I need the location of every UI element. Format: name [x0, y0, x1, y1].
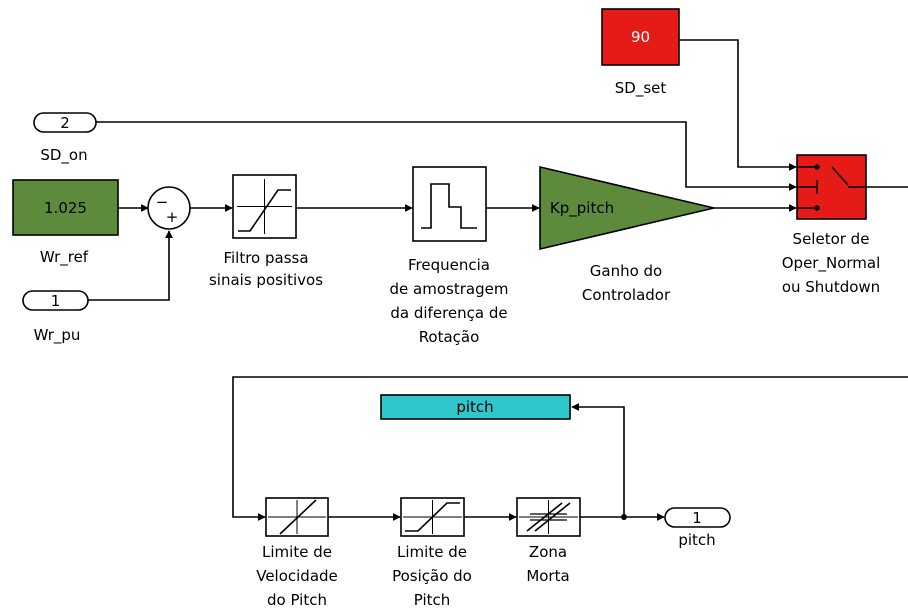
switch-icon: [797, 164, 866, 211]
sd-set-value: 90: [631, 28, 650, 46]
sd-on-label: SD_on: [40, 146, 87, 165]
rate-limiter-icon: [268, 499, 326, 535]
saturation-icon: [237, 179, 292, 234]
wire-sd-set-to-switch: [679, 39, 797, 171]
rate-limiter-label-line-3: do Pitch: [267, 591, 327, 609]
wr-ref-value: 1.025: [44, 199, 87, 217]
sd-set-box: [601, 8, 680, 66]
gain-triangle: [539, 165, 715, 251]
pitch-goto-tag: pitch: [456, 398, 493, 416]
sum-circle: [147, 186, 191, 230]
position-limiter-label-line-3: Pitch: [414, 591, 451, 609]
sampler-label-line-1: Frequencia: [408, 256, 490, 274]
position-limiter-block[interactable]: Limite de Posição do Pitch: [392, 497, 472, 609]
gain-label-line-1: Ganho do: [590, 262, 662, 280]
sampler-label-line-3: da diferença de: [390, 304, 507, 322]
sd-on-inport[interactable]: 2 SD_on: [33, 112, 97, 165]
switch-label-line-1: Seletor de: [793, 230, 870, 248]
filter-label-line-1: Filtro passa: [223, 249, 308, 267]
switch-label-line-3: ou Shutdown: [782, 278, 880, 296]
position-limiter-label-line-1: Limite de: [397, 543, 467, 561]
pitch-outport-label: pitch: [678, 531, 715, 549]
dead-zone-block[interactable]: Zona Morta: [516, 497, 581, 585]
pitch-outport-number: 1: [692, 509, 702, 527]
wr-pu-port-number: 1: [51, 292, 61, 310]
rate-limiter-label-line-1: Limite de: [262, 543, 332, 561]
pitch-goto-box: [380, 394, 571, 420]
pitch-goto-block[interactable]: pitch: [380, 394, 571, 420]
sd-set-constant-block[interactable]: 90 SD_set: [601, 8, 680, 98]
saturation-icon: [403, 500, 462, 534]
dead-zone-label-line-2: Morta: [526, 567, 569, 585]
sum-block[interactable]: − +: [147, 186, 191, 230]
wr-pu-inport[interactable]: 1 Wr_pu: [22, 290, 89, 345]
rate-limiter-block[interactable]: Limite de Velocidade do Pitch: [256, 497, 338, 609]
sampler-label-line-2: de amostragem: [390, 280, 509, 298]
gain-label-line-2: Controlador: [582, 286, 671, 304]
filter-saturation-block[interactable]: Filtro passa sinais positivos: [209, 174, 323, 289]
wire-wrpu-to-sum: [88, 230, 173, 301]
sampler-block[interactable]: Frequencia de amostragem da diferença de…: [390, 166, 509, 346]
wr-pu-label: Wr_pu: [34, 326, 81, 345]
pitch-outport[interactable]: 1 pitch: [664, 507, 731, 549]
gain-value: Kp_pitch: [550, 199, 614, 218]
wire-sd-on-to-switch: [96, 121, 797, 191]
dead-zone-icon: [519, 500, 578, 534]
sd-on-port-shape: [33, 112, 97, 133]
signal-lines: [88, 39, 908, 521]
dead-zone-label-line-1: Zona: [529, 543, 567, 561]
gain-block[interactable]: Kp_pitch Ganho do Controlador: [539, 165, 715, 304]
wr-ref-box: [12, 179, 119, 236]
sampler-label-line-4: Rotação: [419, 328, 480, 346]
filter-label-line-2: sinais positivos: [209, 271, 323, 289]
sum-minus-sign: −: [156, 193, 169, 211]
wr-ref-label: Wr_ref: [40, 248, 89, 267]
position-limiter-label-line-2: Posição do: [392, 567, 472, 585]
pitch-outport-shape: [664, 507, 731, 528]
rate-limiter-label-line-2: Velocidade: [256, 567, 338, 585]
sum-plus-sign: +: [166, 208, 179, 226]
sd-set-label: SD_set: [615, 79, 667, 98]
sd-on-port-number: 2: [60, 114, 70, 132]
zero-order-hold-icon: [421, 183, 477, 229]
wr-pu-port-shape: [22, 290, 89, 311]
branch-point: [621, 514, 627, 520]
switch-label-line-2: Oper_Normal: [782, 254, 881, 273]
switch-block[interactable]: Seletor de Oper_Normal ou Shutdown: [782, 154, 881, 296]
wire-loop-to-rate-limit: [232, 376, 908, 521]
wr-ref-constant-block[interactable]: 1.025 Wr_ref: [12, 179, 119, 267]
wire-branch-to-goto: [571, 403, 625, 517]
